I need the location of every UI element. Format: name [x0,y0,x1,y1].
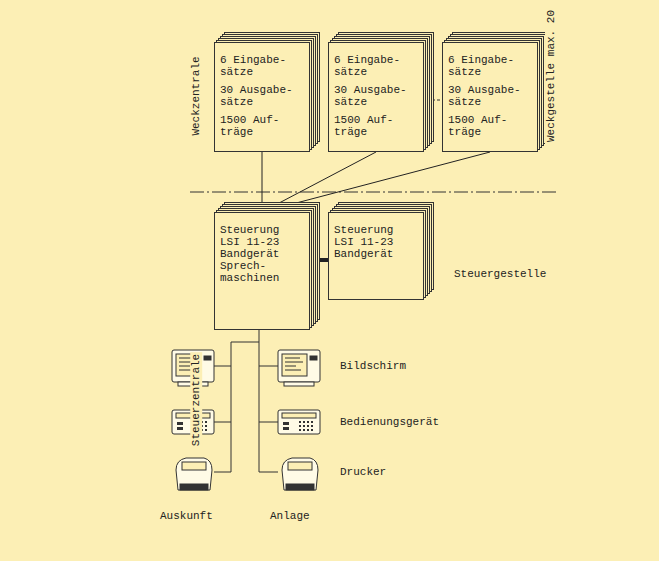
printer-icon [282,458,318,490]
rack-text: Steuerung LSI 11-23 Bandgerät Sprech- ma… [220,224,296,284]
device-label: Bedienungsgerät [338,416,441,428]
rack-text: 30 Ausgabe- sätze [448,84,524,108]
device-label: Steuergestelle [452,268,548,280]
rack-text: Steuerung LSI 11-23 Bandgerät [334,224,410,260]
wake-rack: 6 Eingabe- sätze 30 Ausgabe- sätze 1500 Au… [442,42,538,152]
device-label: Anlage [268,510,312,522]
section-label: Weckgestelle max. 20 [545,8,557,144]
control-rack: Steuerung LSI 11-23 Bandgerät Sprech- ma… [214,212,310,330]
wake-rack: 6 Eingabe- sätze 30 Ausgabe- sätze 1500 Au… [214,42,310,152]
rack-text: 6 Eingabe- sätze [334,54,410,78]
device-bus [214,330,278,472]
control-rack: Steuerung LSI 11-23 Bandgerät [328,212,424,300]
rack-text: 1500 Auf- träge [448,114,524,138]
rack-text: 30 Ausgabe- sätze [334,84,410,108]
rack-text: 1500 Auf- träge [334,114,410,138]
screen-icon [278,350,320,386]
rack-text: 1500 Auf- träge [220,114,296,138]
rack-text: 6 Eingabe- sätze [220,54,296,78]
keypad-icon [278,410,320,434]
device-label: Bildschirm [338,360,408,372]
printer-icon [176,458,212,490]
wake-rack: 6 Eingabe- sätze 30 Ausgabe- sätze 1500 Au… [328,42,424,152]
separator-line [190,192,556,193]
device-label: Auskunft [158,510,215,522]
device-label: Drucker [338,466,388,478]
section-label: Steuerzentrale [190,352,202,448]
section-label: Weckzentrale [190,54,202,137]
rack-text: 30 Ausgabe- sätze [220,84,296,108]
rack-text: 6 Eingabe- sätze [448,54,524,78]
